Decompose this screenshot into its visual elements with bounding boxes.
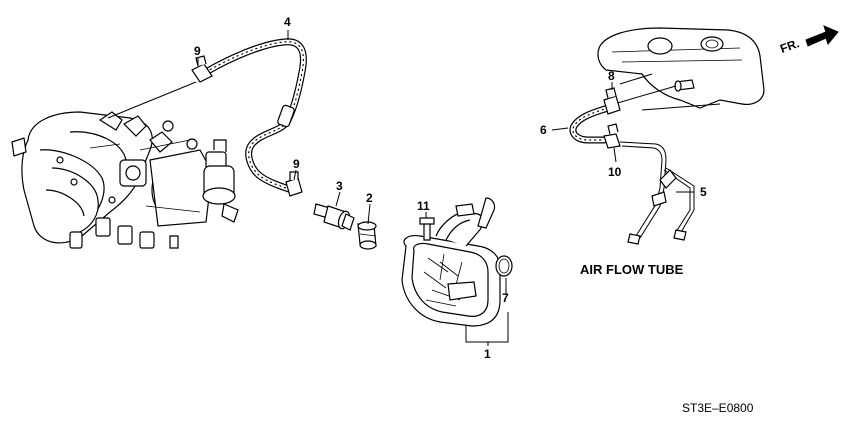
- air-flow-tube-5: [619, 141, 695, 245]
- cylinder-head-cover: [597, 27, 765, 111]
- callout-6: 6: [540, 123, 547, 137]
- breather-hose-6: [569, 104, 612, 144]
- fitting-3: [313, 203, 355, 231]
- grommet-2: [357, 221, 377, 250]
- hose-clamp-10: [603, 123, 621, 149]
- front-direction-label: FR.: [778, 36, 801, 56]
- callout-2: 2: [366, 191, 373, 205]
- hose-clamp-9-upper: [191, 55, 213, 83]
- hose-clamp-9-lower: [285, 171, 303, 197]
- callout-8: 8: [608, 69, 615, 83]
- diagram-reference-code: ST3E–E0800: [682, 401, 754, 415]
- air-flow-hose-4: [202, 38, 307, 194]
- callout-1: 1: [484, 347, 491, 361]
- callout-5: 5: [700, 185, 707, 199]
- callout-7: 7: [502, 291, 509, 305]
- intake-manifold-assembly: [11, 81, 239, 249]
- callout-leaders: [197, 30, 694, 346]
- callout-9-lower: 9: [293, 157, 300, 171]
- hose-clamp-8: [603, 87, 621, 115]
- air-cleaner-housing-1: [401, 197, 513, 327]
- air-flow-tube-caption: AIR FLOW TUBE: [580, 262, 684, 277]
- callout-9-upper: 9: [194, 44, 201, 58]
- callout-10: 10: [608, 165, 622, 179]
- front-direction-arrow-icon: [805, 25, 839, 47]
- callout-3: 3: [336, 179, 343, 193]
- callout-4: 4: [284, 15, 291, 29]
- callout-11: 11: [417, 199, 430, 213]
